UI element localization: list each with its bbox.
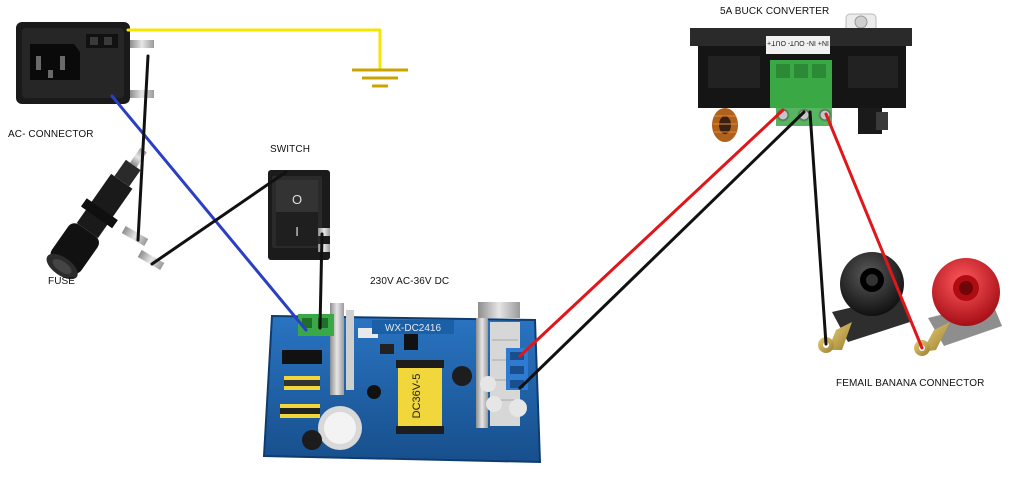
wires xyxy=(110,28,924,390)
ac-connector xyxy=(16,22,154,104)
switch-off-mark: O xyxy=(292,192,302,207)
board-model-text: WX-DC2416 xyxy=(385,323,442,334)
switch-label: SWITCH xyxy=(270,144,311,155)
ground-symbol xyxy=(352,30,408,88)
buck-converter: IN+ IN- OUT- OUT+ xyxy=(690,13,912,142)
out-negative-wire xyxy=(808,110,828,346)
fuse-label: FUSE xyxy=(48,276,76,287)
rocker-switch: O I xyxy=(268,170,330,260)
psu-positive-wire xyxy=(518,108,785,358)
psu-negative-wire xyxy=(518,110,806,390)
buck-converter-label: 5A BUCK CONVERTER xyxy=(720,6,830,17)
switch-on-mark: I xyxy=(295,224,299,239)
banana-connector-red xyxy=(914,258,1002,356)
power-supply-label: 230V AC-36V DC xyxy=(370,276,450,287)
fuse-to-switch-wire xyxy=(150,170,288,266)
ac-connector-label: AC- CONNECTOR xyxy=(8,129,94,140)
live-wire-to-fuse xyxy=(136,54,150,242)
switch-to-psu-wire xyxy=(318,232,324,330)
capacitor-print: DC36V-5 xyxy=(411,374,423,419)
fuse-holder xyxy=(46,147,165,280)
out-positive-wire xyxy=(824,112,924,350)
banana-connector-label: FEMAIL BANANA CONNECTOR xyxy=(836,378,985,389)
buck-terminal-labels: IN+ IN- OUT- OUT+ xyxy=(767,39,829,46)
power-supply-board: DC36V-5 WX-DC2416 xyxy=(262,302,542,464)
banana-connector-black xyxy=(818,252,910,353)
